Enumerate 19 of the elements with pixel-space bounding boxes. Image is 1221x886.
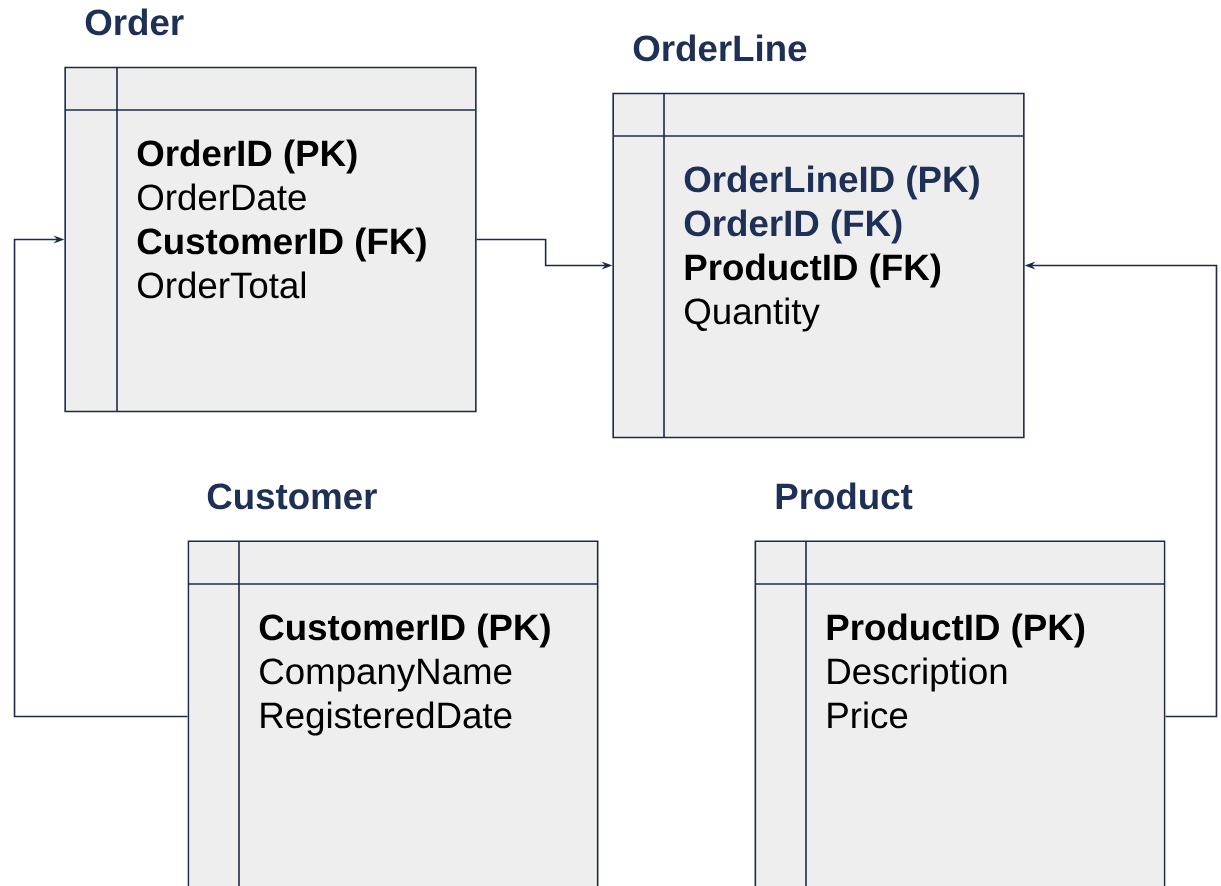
field-name: CustomerID (FK): [137, 227, 426, 262]
field-name: CompanyName: [260, 658, 512, 692]
field-name: Price: [828, 701, 908, 729]
field-name: Description: [828, 657, 1007, 692]
table-title: Order: [85, 8, 184, 36]
field-name: OrderTotal: [138, 271, 305, 299]
field-name: ProductID (FK): [685, 253, 941, 288]
field-name: OrderID (PK): [137, 139, 357, 174]
field-name: ProductID (PK): [827, 613, 1085, 648]
field-name: OrderLineID (PK): [684, 165, 979, 200]
table-title: OrderLine: [633, 34, 807, 62]
field-name: CustomerID (PK): [259, 613, 550, 648]
table-title: Product: [776, 482, 913, 510]
field-name: RegisteredDate: [261, 701, 512, 736]
table-title: Customer: [207, 483, 377, 510]
field-name: OrderDate: [138, 183, 306, 211]
field-name: OrderID (FK): [684, 209, 902, 244]
connector-arrow: [13, 235, 189, 718]
field-name: Quantity: [685, 297, 820, 332]
